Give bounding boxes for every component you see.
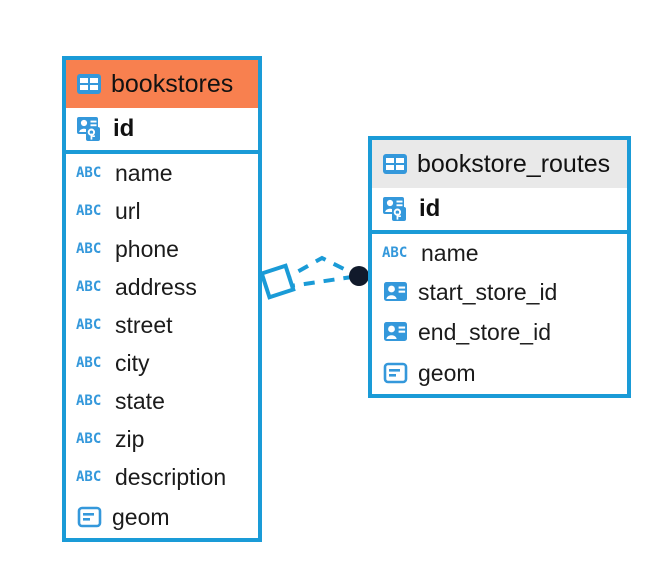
field-label: start_store_id bbox=[418, 278, 558, 305]
field-row-city[interactable]: ABC city bbox=[66, 344, 258, 382]
field-label: phone bbox=[115, 235, 179, 262]
foreign-key-card-icon bbox=[384, 282, 407, 301]
field-row-url[interactable]: ABC url bbox=[66, 192, 258, 230]
field-label: id bbox=[419, 195, 441, 222]
geometry-icon bbox=[77, 506, 102, 528]
abc-text-icon: ABC bbox=[76, 165, 102, 181]
field-row-street[interactable]: ABC street bbox=[66, 306, 258, 344]
field-label: description bbox=[115, 463, 227, 490]
abc-text-icon: ABC bbox=[76, 203, 102, 219]
field-label: name bbox=[115, 159, 173, 186]
field-label: end_store_id bbox=[418, 318, 551, 345]
abc-text-icon: ABC bbox=[76, 431, 102, 447]
field-label: name bbox=[421, 239, 479, 266]
geometry-icon bbox=[383, 362, 408, 384]
entity-name-label: bookstore_routes bbox=[417, 149, 611, 178]
field-row-zip[interactable]: ABC zip bbox=[66, 420, 258, 458]
diamond-outline-marker bbox=[259, 263, 296, 300]
field-row-address[interactable]: ABC address bbox=[66, 268, 258, 306]
abc-text-icon: ABC bbox=[76, 469, 102, 485]
field-row-primary-key[interactable]: id bbox=[372, 188, 627, 234]
abc-text-icon: ABC bbox=[382, 245, 408, 261]
field-row-end-store-id[interactable]: end_store_id bbox=[372, 312, 627, 352]
field-label: geom bbox=[418, 359, 476, 386]
relationship-line-lower bbox=[283, 275, 353, 289]
foreign-key-card-icon bbox=[384, 322, 407, 341]
relationship-line-upper bbox=[280, 255, 353, 283]
primary-key-card-icon bbox=[383, 197, 406, 221]
field-label: address bbox=[115, 273, 197, 300]
table-grid-icon bbox=[77, 74, 101, 94]
table-grid-icon bbox=[383, 154, 407, 174]
field-label: city bbox=[115, 349, 150, 376]
field-label: street bbox=[115, 311, 173, 338]
entity-name-label: bookstores bbox=[111, 69, 234, 98]
field-row-geom[interactable]: geom bbox=[372, 352, 627, 394]
field-label: zip bbox=[115, 425, 145, 452]
entity-bookstore-routes[interactable]: bookstore_routes id ABC name bbox=[368, 136, 631, 398]
field-label: id bbox=[113, 115, 135, 142]
entity-header-bookstores[interactable]: bookstores bbox=[66, 60, 258, 108]
abc-text-icon: ABC bbox=[76, 241, 102, 257]
field-row-primary-key[interactable]: id bbox=[66, 108, 258, 154]
primary-key-card-icon bbox=[77, 117, 100, 141]
entity-bookstores[interactable]: bookstores id ABC name ABC url bbox=[62, 56, 262, 542]
field-label: state bbox=[115, 387, 165, 414]
abc-text-icon: ABC bbox=[76, 355, 102, 371]
field-row-description[interactable]: ABC description bbox=[66, 458, 258, 496]
field-row-start-store-id[interactable]: start_store_id bbox=[372, 272, 627, 312]
field-row-phone[interactable]: ABC phone bbox=[66, 230, 258, 268]
entity-header-bookstore-routes[interactable]: bookstore_routes bbox=[372, 140, 627, 188]
field-row-state[interactable]: ABC state bbox=[66, 382, 258, 420]
abc-text-icon: ABC bbox=[76, 279, 102, 295]
abc-text-icon: ABC bbox=[76, 317, 102, 333]
filled-circle-marker bbox=[349, 266, 369, 286]
field-row-name[interactable]: ABC name bbox=[372, 234, 627, 272]
field-label: geom bbox=[112, 503, 170, 530]
field-label: url bbox=[115, 197, 141, 224]
abc-text-icon: ABC bbox=[76, 393, 102, 409]
field-row-geom[interactable]: geom bbox=[66, 496, 258, 538]
field-row-name[interactable]: ABC name bbox=[66, 154, 258, 192]
